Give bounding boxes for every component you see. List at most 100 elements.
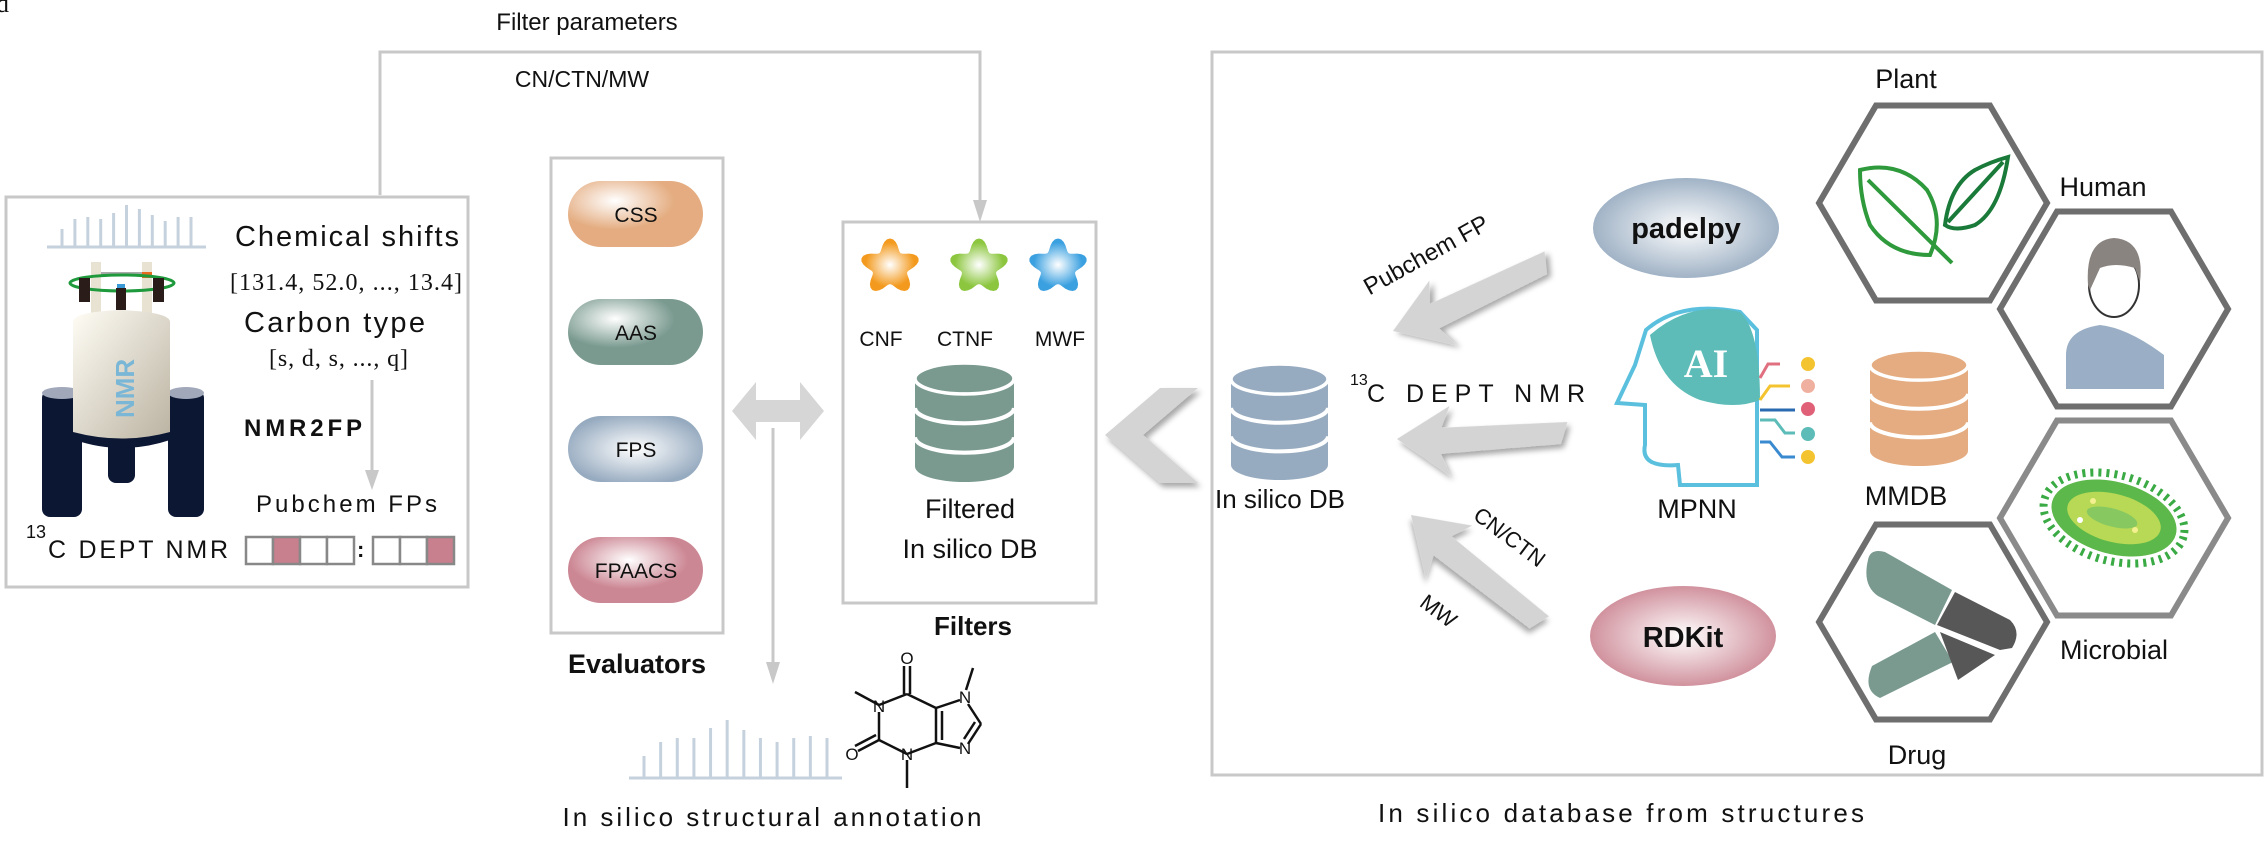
big-arrow-shape xyxy=(1411,515,1549,629)
evaluator-label: CSS xyxy=(614,204,657,227)
evaluator-fps: FPS xyxy=(568,416,703,482)
database-band xyxy=(1228,435,1331,454)
filter-ctnf: CTNF xyxy=(937,238,1008,351)
big-arrow-shape xyxy=(1397,405,1568,476)
instrument-label: C DEPT NMR xyxy=(48,536,228,564)
atom-n: N xyxy=(873,697,885,716)
database-band xyxy=(912,436,1017,455)
rdkit-tool xyxy=(1590,586,1776,686)
ai-icon-text: AI xyxy=(1684,341,1728,386)
nmr-arrow-superscript: 13 xyxy=(1350,372,1368,389)
microbe-icon xyxy=(2039,468,2189,568)
flower-icon xyxy=(861,238,919,291)
predicted-spectrum-icon xyxy=(629,720,842,780)
spectrum-icon xyxy=(47,205,206,249)
mw-arrow-label: MW xyxy=(1415,589,1461,633)
evaluator-label: FPS xyxy=(616,439,657,462)
filter-parameters-connector xyxy=(378,50,982,212)
carbon-type-title: Carbon type xyxy=(244,307,425,339)
filter-parameters-label: Filter parameters xyxy=(496,9,677,36)
database-body xyxy=(1231,379,1328,481)
padelpy-tool xyxy=(1593,178,1779,278)
fingerprint-bit-off xyxy=(371,535,402,566)
database-band xyxy=(1867,421,1971,440)
caffeine-atom-labels: O O N N N N xyxy=(845,649,971,764)
mpnn-ai-head-icon: AI xyxy=(1613,306,1815,487)
evaluator-pill xyxy=(568,416,703,482)
fingerprint-bit-off xyxy=(398,535,429,566)
bidirectional-arrow xyxy=(732,382,824,440)
chemical-shifts-title: Chemical shifts xyxy=(235,221,459,253)
filtered-db-line2: In silico DB xyxy=(902,534,1037,564)
conversion-arrowhead xyxy=(365,470,379,490)
human-person-icon xyxy=(2066,238,2164,389)
fingerprint-separator: : xyxy=(357,537,364,562)
atom-n: N xyxy=(959,739,971,758)
database-band xyxy=(1228,407,1331,425)
fingerprint-bit-off xyxy=(298,535,329,566)
pubchem-fps-label: Pubchem FPs xyxy=(256,491,437,518)
fingerprint-bits xyxy=(244,535,456,566)
database-panel xyxy=(1210,50,2264,777)
evaluators-title: Evaluators xyxy=(568,649,706,679)
filtered-db-line1: Filtered xyxy=(925,494,1015,524)
atom-o: O xyxy=(845,745,858,764)
atom-n: N xyxy=(959,688,971,707)
mpnn-label: MPNN xyxy=(1657,494,1737,524)
atom-o: O xyxy=(900,649,913,668)
atom-n: N xyxy=(901,745,913,764)
caffeine-structure xyxy=(854,666,983,788)
filtered-database-icon xyxy=(912,361,1017,482)
human-label: Human xyxy=(2059,172,2146,202)
database-top xyxy=(1229,362,1330,396)
filter-mwf: MWF xyxy=(1029,238,1087,351)
evaluator-pill xyxy=(568,181,703,247)
database-top xyxy=(1868,348,1970,382)
panel-label: d xyxy=(0,0,9,18)
nmr-arrow xyxy=(1397,405,1568,476)
filter-label: CTNF xyxy=(937,328,993,351)
database-body xyxy=(1870,365,1968,466)
evaluator-pill xyxy=(568,537,703,603)
padelpy-label: padelpy xyxy=(1631,213,1741,245)
database-band xyxy=(912,407,1017,426)
database-body xyxy=(915,378,1014,482)
drug-capsules-icon xyxy=(1866,551,2017,698)
carbon-type-values: [s, d, s, ..., q] xyxy=(269,346,408,372)
fingerprint-bit-off xyxy=(244,535,275,566)
evaluator-label: FPAACS xyxy=(595,560,677,583)
flower-icon xyxy=(950,238,1008,291)
database-panel-caption: In silico database from structures xyxy=(1378,798,1864,828)
evaluator-fpaacs: FPAACS xyxy=(568,537,703,603)
flower-icon xyxy=(1029,238,1087,291)
filter-cnf: CNF xyxy=(859,238,919,351)
cn-ctn-mw-label: CN/CTN/MW xyxy=(515,66,649,92)
chemical-shifts-values: [131.4, 52.0, ..., 13.4] xyxy=(230,270,462,296)
in-silico-db-label: In silico DB xyxy=(1215,484,1345,514)
plant-leaves-icon xyxy=(1857,154,2011,265)
plant-label: Plant xyxy=(1875,64,1937,94)
evaluator-css: CSS xyxy=(568,181,703,247)
nmr-magnet-label: NMR xyxy=(110,359,140,418)
fingerprint-bit-on xyxy=(271,535,302,566)
rdkit-label: RDKit xyxy=(1643,622,1724,654)
cn-ctn-mw-arrow xyxy=(1411,515,1549,629)
drug-label: Drug xyxy=(1888,740,1947,770)
evaluator-label: AAS xyxy=(615,322,657,345)
filter-label: CNF xyxy=(859,328,902,351)
fingerprint-bit-on xyxy=(425,535,456,566)
microbial-label: Microbial xyxy=(2060,635,2168,665)
mmdb-database-icon xyxy=(1867,348,1971,466)
connector-arrowhead xyxy=(973,200,987,222)
chevron-left-arrow xyxy=(1105,388,1198,483)
big-arrow-shape xyxy=(1393,251,1547,346)
evaluator-aas: AAS xyxy=(568,299,703,365)
evaluator-pill xyxy=(568,299,703,365)
database-band xyxy=(1867,393,1971,411)
instrument-superscript: 13 xyxy=(26,522,46,542)
pubchem-fp-arrow xyxy=(1393,251,1547,346)
mmdb-label: MMDB xyxy=(1865,481,1948,511)
in-silico-database-icon xyxy=(1228,362,1331,481)
nmr-magnet-icon: NMR xyxy=(42,262,204,517)
